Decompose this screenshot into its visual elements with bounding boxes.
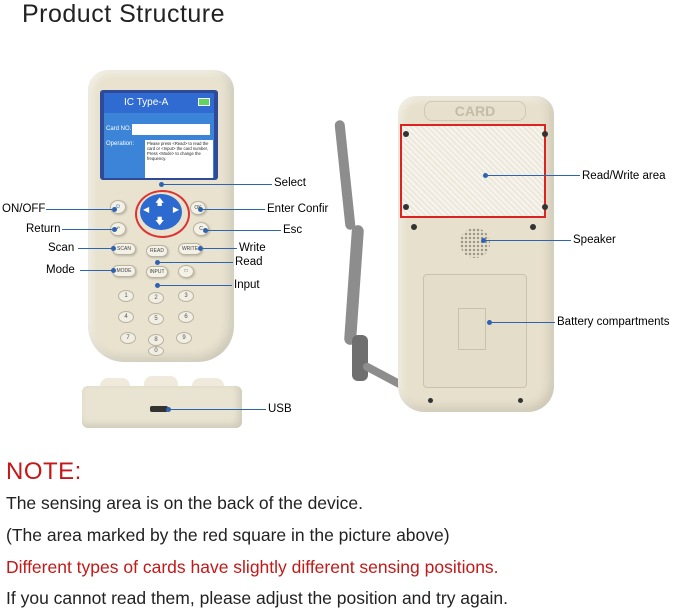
- return-callout-dot: [112, 227, 117, 232]
- read-write-callout-line: [487, 175, 580, 176]
- key-top-2: [144, 376, 178, 388]
- on-off-callout: ON/OFF: [2, 203, 46, 215]
- usb-callout-line: [168, 409, 266, 410]
- input-callout-line: [157, 285, 232, 286]
- key-0[interactable]: 0: [148, 346, 164, 356]
- input-callout: Input: [234, 279, 260, 291]
- note-line-1: The sensing area is on the back of the d…: [6, 493, 364, 513]
- card-no-label: Card NO.: [106, 126, 132, 132]
- battery-cover: [423, 274, 527, 388]
- return-callout-line: [62, 229, 112, 230]
- esc-callout-line: [205, 230, 281, 231]
- key-1[interactable]: 1: [118, 290, 134, 302]
- note-line-3: Different types of cards have slightly d…: [6, 557, 499, 577]
- operation-text: Please press <Read> to read the card or …: [145, 140, 213, 178]
- scan-callout-line: [78, 248, 112, 249]
- return-callout: Return: [26, 223, 61, 235]
- on-off-callout-line: [46, 209, 112, 210]
- wrist-strap-lower: [343, 224, 365, 346]
- key-6[interactable]: 6: [178, 311, 194, 323]
- key-3[interactable]: 3: [178, 290, 194, 302]
- arrow-left-icon[interactable]: ◀: [143, 205, 150, 214]
- key-5[interactable]: 5: [148, 313, 164, 325]
- write-callout-dot: [198, 246, 203, 251]
- read-write-callout-dot: [483, 173, 488, 178]
- screw-7: [428, 398, 433, 403]
- key-2[interactable]: 2: [148, 292, 164, 304]
- note-line-4: If you cannot read them, please adjust t…: [6, 588, 508, 608]
- clear-button[interactable]: □: [178, 265, 194, 278]
- card-no-field: [132, 124, 210, 135]
- screw-5: [411, 224, 417, 230]
- read-callout-line: [157, 262, 233, 263]
- speaker-grille-icon: [460, 228, 490, 258]
- arrow-down-icon[interactable]: 🡇: [155, 216, 165, 226]
- screw-8: [518, 398, 523, 403]
- read-callout: Read: [235, 256, 263, 268]
- enter-callout-line: [200, 209, 265, 210]
- enter-callout: Enter Confir: [267, 203, 329, 215]
- screen-header: IC Type-A: [104, 93, 214, 113]
- usb-port-icon[interactable]: [150, 406, 168, 412]
- battery-callout-line: [491, 322, 555, 323]
- key-8[interactable]: 8: [148, 334, 164, 346]
- speaker-callout-line: [485, 240, 571, 241]
- esc-callout-dot: [203, 228, 208, 233]
- enter-callout-dot: [198, 207, 203, 212]
- strap-clip: [352, 335, 368, 381]
- write-callout-line: [200, 248, 237, 249]
- input-callout-dot: [155, 283, 160, 288]
- mode-callout-dot: [111, 268, 116, 273]
- card-emboss: CARD: [424, 101, 526, 121]
- screen-header-text: IC Type-A: [124, 97, 169, 108]
- screw-2: [542, 131, 548, 137]
- usb-callout-dot: [166, 407, 171, 412]
- operation-label: Operation:: [106, 141, 135, 147]
- scan-callout-dot: [111, 246, 116, 251]
- key-4[interactable]: 4: [118, 311, 134, 323]
- esc-callout: Esc: [283, 224, 303, 236]
- speaker-callout-dot: [481, 238, 486, 243]
- screw-3: [403, 204, 409, 210]
- usb-callout: USB: [268, 403, 292, 415]
- select-callout-dot: [159, 182, 164, 187]
- read-button[interactable]: READ: [146, 245, 168, 257]
- screw-6: [530, 224, 536, 230]
- arrow-up-icon[interactable]: 🡅: [155, 197, 165, 207]
- page-title: Product Structure: [22, 0, 226, 28]
- read-callout-dot: [155, 260, 160, 265]
- select-callout-line: [162, 184, 272, 185]
- screw-4: [542, 204, 548, 210]
- wrist-strap: [334, 119, 356, 231]
- note-heading: NOTE:: [6, 458, 82, 485]
- navigation-pad[interactable]: 🡅 🡇 ◀ ▶: [140, 194, 182, 230]
- screw-1: [403, 131, 409, 137]
- read-write-callout: Read/Write area: [582, 170, 666, 182]
- battery-icon: [198, 98, 210, 106]
- key-9[interactable]: 9: [176, 332, 192, 344]
- select-ring: [135, 190, 190, 238]
- arrow-right-icon[interactable]: ▶: [172, 205, 179, 214]
- read-write-area: [400, 124, 546, 218]
- battery-callout: Battery compartments: [557, 316, 670, 328]
- speaker-callout: Speaker: [573, 234, 616, 246]
- write-callout: Write: [239, 242, 266, 254]
- note-line-2: (The area marked by the red square in th…: [6, 525, 450, 545]
- mode-callout-line: [80, 270, 112, 271]
- scan-callout: Scan: [48, 242, 75, 254]
- select-callout: Select: [274, 177, 306, 189]
- key-7[interactable]: 7: [120, 332, 136, 344]
- battery-latch: [458, 308, 486, 350]
- input-button[interactable]: INPUT: [146, 266, 168, 278]
- battery-callout-dot: [487, 320, 492, 325]
- mode-callout: Mode: [46, 264, 75, 276]
- on-off-callout-dot: [112, 207, 117, 212]
